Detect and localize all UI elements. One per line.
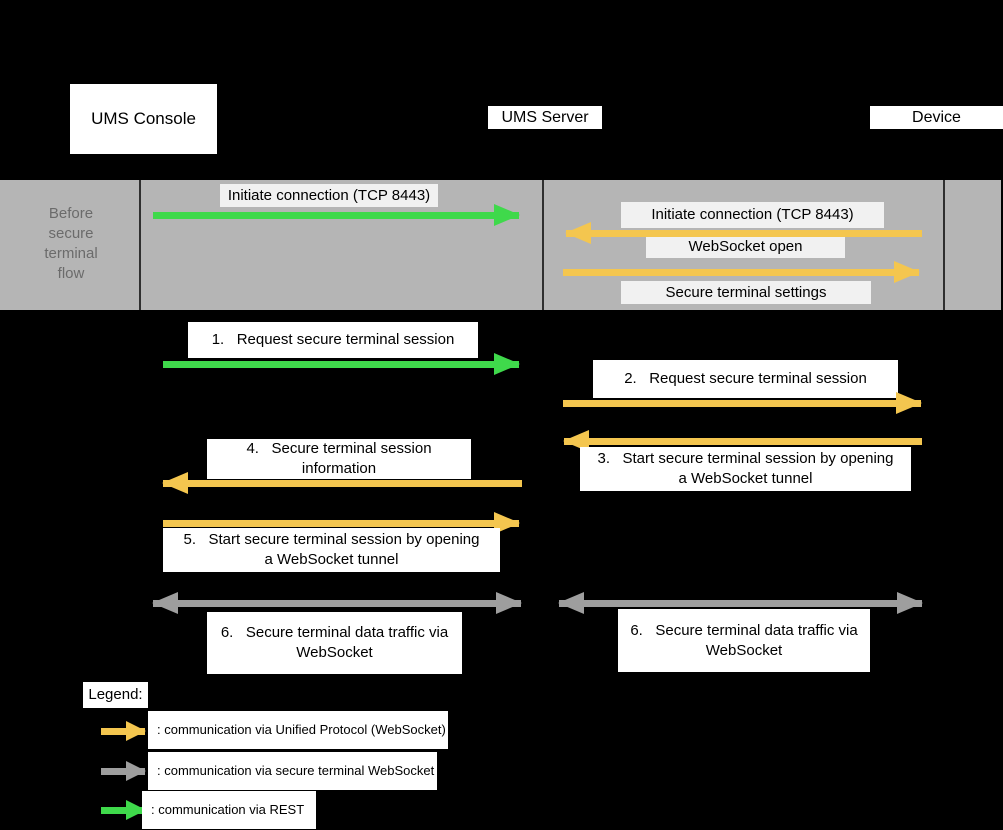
band-msg-secure-terminal-settings: Secure terminal settings (621, 281, 871, 304)
legend-rest-arrow-icon (100, 800, 146, 820)
actor-device: Device (870, 106, 1003, 129)
arrowhead-right-icon (897, 592, 923, 614)
arrow-shaft (163, 520, 519, 527)
actor-ums-server-label: UMS Server (501, 108, 589, 126)
arrow-unified-step-2 (562, 392, 922, 414)
msg-step-6-left-label: 6. Secure terminal data traffic via WebS… (220, 624, 449, 661)
arrow-shaft (153, 212, 519, 219)
legend-entry-rest: : communication via REST (142, 791, 316, 829)
msg-step-2: 2. Request secure terminal session (593, 360, 898, 398)
arrow-shaft (101, 728, 145, 735)
band-msg-initiate-connection-console: Initiate connection (TCP 8443) (220, 184, 438, 207)
msg-step-4-label: 4. Secure terminal session information (246, 440, 432, 477)
legend-entry-terminal-ws-label: : communication via secure terminal WebS… (157, 763, 435, 779)
arrowhead-left-icon (563, 430, 589, 452)
arrowhead-right-icon (494, 512, 520, 534)
arrow-terminal-ws-step-6-left (152, 592, 522, 614)
actor-ums-server: UMS Server (488, 106, 602, 129)
msg-step-3-label: 3. Start secure terminal session by open… (597, 450, 894, 487)
legend-title: Legend: (83, 682, 148, 708)
arrowhead-right-icon (126, 800, 146, 820)
legend-entry-unified: : communication via Unified Protocol (We… (148, 711, 448, 749)
msg-step-2-label: 2. Request secure terminal session (624, 370, 867, 388)
arrow-shaft (153, 600, 521, 607)
msg-step-5-label: 5. Start secure terminal session by open… (183, 531, 480, 568)
arrow-unified-secure-terminal-settings (562, 261, 920, 283)
msg-step-6-left: 6. Secure terminal data traffic via WebS… (207, 612, 462, 674)
band-msg-label: Secure terminal settings (665, 283, 827, 301)
arrowhead-left-icon (152, 592, 178, 614)
arrowhead-left-icon (558, 592, 584, 614)
arrowhead-left-icon (565, 222, 591, 244)
legend-title-label: Legend: (88, 686, 143, 704)
arrow-shaft (101, 807, 145, 814)
arrow-shaft (163, 480, 522, 487)
band-msg-label: WebSocket open (688, 238, 803, 256)
arrow-shaft (563, 269, 919, 276)
arrow-shaft (566, 230, 922, 237)
legend-entry-unified-label: : communication via Unified Protocol (We… (157, 722, 446, 738)
before-flow-band: Before secure terminal flow Initiate con… (0, 180, 1001, 310)
arrowhead-right-icon (494, 204, 520, 226)
arrowhead-left-icon (162, 472, 188, 494)
band-row-label: Before secure terminal flow (44, 205, 98, 282)
legend-entry-terminal-ws: : communication via secure terminal WebS… (148, 752, 437, 790)
msg-step-1-label: 1. Request secure terminal session (211, 331, 455, 349)
arrow-unified-step-3 (563, 430, 923, 452)
msg-step-6-right-label: 6. Secure terminal data traffic via WebS… (630, 621, 858, 659)
arrow-terminal-ws-step-6-right (558, 592, 923, 614)
msg-step-3: 3. Start secure terminal session by open… (580, 447, 911, 491)
msg-step-4: 4. Secure terminal session information (207, 439, 471, 479)
arrow-rest-initiate-connection (152, 204, 520, 226)
legend-entry-rest-label: : communication via REST (151, 802, 305, 818)
actor-device-label: Device (912, 108, 961, 126)
legend-unified-arrow-icon (100, 721, 146, 741)
actor-ums-console-label: UMS Console (91, 108, 196, 128)
actor-ums-console: UMS Console (70, 84, 217, 154)
arrow-rest-step-1 (162, 353, 520, 375)
msg-step-6-right: 6. Secure terminal data traffic via WebS… (618, 609, 870, 672)
lifeline-device (943, 180, 945, 310)
band-msg-websocket-open: WebSocket open (646, 236, 845, 258)
band-msg-label: Initiate connection (TCP 8443) (651, 206, 854, 224)
msg-step-1: 1. Request secure terminal session (188, 322, 478, 358)
arrow-shaft (101, 768, 145, 775)
arrow-unified-initiate-connection (565, 222, 923, 244)
arrowhead-right-icon (126, 721, 146, 741)
arrowhead-right-icon (126, 761, 146, 781)
band-msg-initiate-connection-device: Initiate connection (TCP 8443) (621, 202, 884, 228)
arrowhead-right-icon (494, 353, 520, 375)
arrowhead-right-icon (894, 261, 920, 283)
arrow-shaft (563, 400, 921, 407)
msg-step-5: 5. Start secure terminal session by open… (163, 528, 500, 572)
arrow-shaft (564, 438, 922, 445)
arrow-shaft (163, 361, 519, 368)
arrowhead-right-icon (896, 392, 922, 414)
arrow-shaft (559, 600, 922, 607)
legend-terminal-ws-arrow-icon (100, 761, 146, 781)
lifeline-ums-console (139, 180, 141, 310)
lifeline-ums-server (542, 180, 544, 310)
arrow-unified-step-5 (162, 512, 520, 534)
band-msg-label: Initiate connection (TCP 8443) (227, 186, 431, 204)
arrow-unified-step-4 (162, 472, 523, 494)
arrowhead-right-icon (496, 592, 522, 614)
